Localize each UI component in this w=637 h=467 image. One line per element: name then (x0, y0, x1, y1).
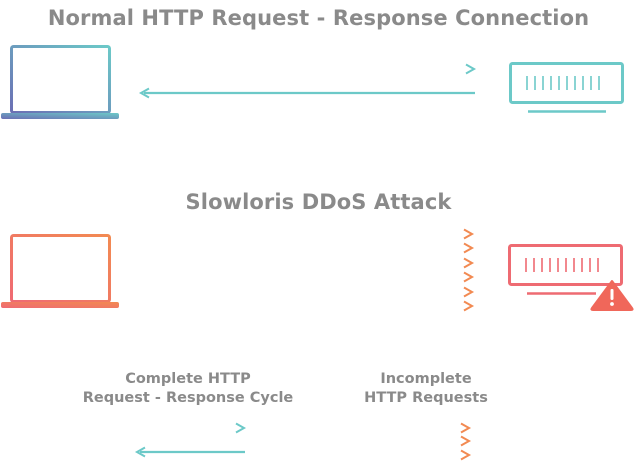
response-arrow (138, 87, 475, 99)
normal-client-laptop-icon (1, 45, 119, 119)
legend-incomplete-line2: HTTP Requests (364, 390, 488, 406)
attacker-laptop-icon (1, 234, 119, 308)
legend-incomplete-requests-label: Incomplete HTTP Requests (340, 370, 512, 408)
legend-complete-line1: Complete HTTP (125, 371, 251, 387)
legend-complete-cycle-arrows (134, 422, 247, 458)
legend-complete-line2: Request - Response Cycle (82, 390, 294, 406)
legend-complete-cycle-label: Complete HTTP Request - Response Cycle (72, 370, 304, 408)
legend-incomplete-request-arrows (372, 422, 472, 461)
incomplete-request-arrows (139, 228, 475, 312)
incomplete-request-arrow (139, 257, 475, 269)
request-arrow (141, 63, 477, 75)
normal-connection-title: Normal HTTP Request - Response Connectio… (47, 6, 590, 30)
warning-icon (590, 280, 634, 311)
legend-incomplete-line1: Incomplete (380, 371, 472, 387)
slowloris-attack-title: Slowloris DDoS Attack (185, 190, 452, 214)
incomplete-request-arrow (139, 242, 475, 254)
incomplete-request-arrow (139, 271, 475, 283)
incomplete-request-arrow (139, 286, 475, 298)
incomplete-request-arrow (139, 228, 475, 240)
normal-server-icon (509, 62, 624, 113)
incomplete-request-arrow (139, 300, 475, 312)
attacked-server-icon (508, 244, 623, 295)
